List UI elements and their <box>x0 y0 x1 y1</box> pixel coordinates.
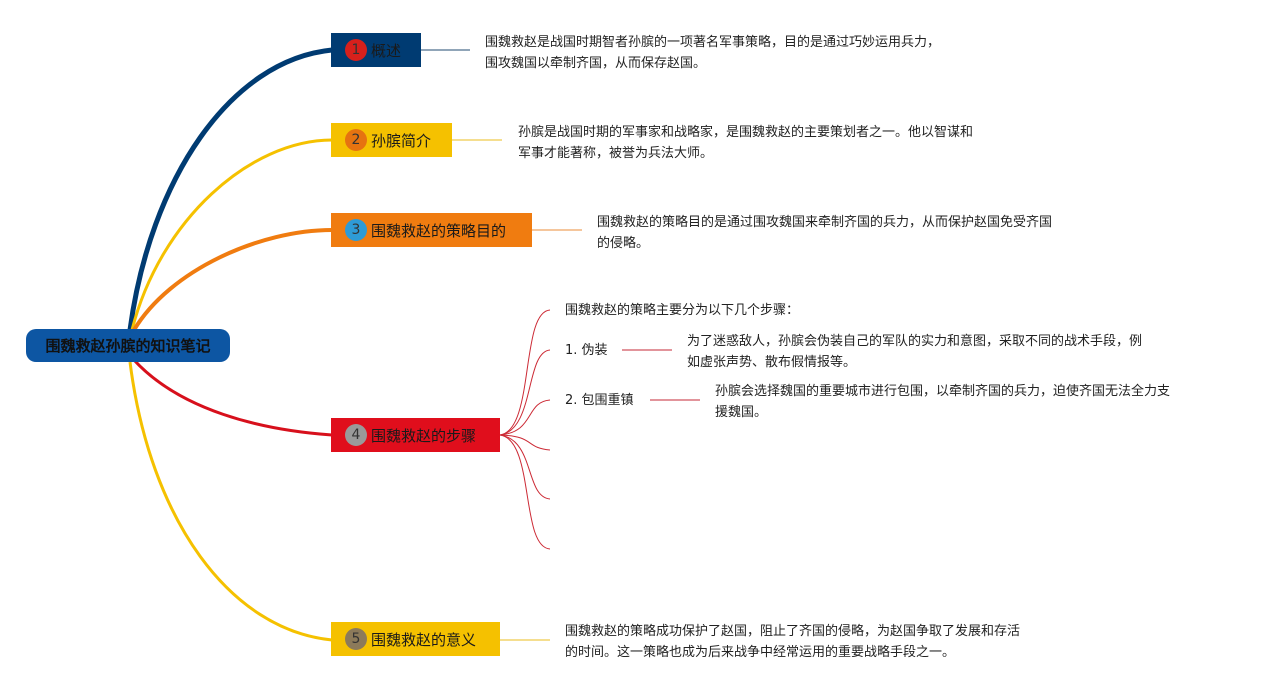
topic-node-sunbin[interactable]: 2 孙膑简介 <box>331 123 452 157</box>
branch-line-5 <box>128 361 333 642</box>
topic-node-significance[interactable]: 5 围魏救赵的意义 <box>331 622 500 656</box>
step-desc-1: 为了迷惑敌人，孙膑会伪装自己的军队的实力和意图，采取不同的战术手段，例 如虚张声… <box>687 334 1143 370</box>
topic-desc-5: 围魏救赵的策略成功保护了赵国，阻止了齐国的侵略，为赵国争取了发展和存活 的时间。… <box>565 624 1021 660</box>
root-node[interactable]: 围魏救赵孙膑的知识笔记 <box>26 329 230 362</box>
number-badge-4: 4 <box>345 424 367 446</box>
step-label-2[interactable]: 2. 包围重镇 <box>565 393 634 408</box>
branch-line-3 <box>132 228 333 332</box>
step-label-1[interactable]: 1. 伪装 <box>565 343 608 358</box>
topic-node-purpose[interactable]: 3 围魏救赵的策略目的 <box>331 213 532 247</box>
root-label: 围魏救赵孙膑的知识笔记 <box>45 337 211 355</box>
topic-label-3: 围魏救赵的策略目的 <box>371 221 507 240</box>
topic-desc-3: 围魏救赵的策略目的是通过围攻魏国来牵制齐国的兵力，从而保护赵国免受齐国 的侵略。 <box>597 215 1053 251</box>
number-badge-2: 2 <box>345 129 367 151</box>
topic-desc-2: 孙膑是战国时期的军事家和战略家，是围魏救赵的主要策划者之一。他以智谋和 军事才能… <box>518 125 974 161</box>
number-badge-3: 3 <box>345 219 367 241</box>
topic-desc-1: 围魏救赵是战国时期智者孙膑的一项著名军事策略，目的是通过巧妙运用兵力， 围攻魏国… <box>485 35 941 71</box>
branch-line-2 <box>130 138 333 331</box>
branch-line-4 <box>132 358 333 437</box>
step-desc-2: 孙膑会选择魏国的重要城市进行包围，以牵制齐国的兵力，迫使齐国无法全力支 援魏国。 <box>715 384 1171 420</box>
number-badge-5: 5 <box>345 628 367 650</box>
step-fan <box>499 309 551 550</box>
topic-node-overview[interactable]: 1 概述 <box>331 33 421 67</box>
steps-intro: 围魏救赵的策略主要分为以下几个步骤： <box>565 303 800 318</box>
topic-label-1: 概述 <box>371 41 402 60</box>
topic-label-4: 围魏救赵的步骤 <box>371 426 477 445</box>
number-badge-1: 1 <box>345 39 367 61</box>
topic-label-5: 围魏救赵的意义 <box>371 630 477 649</box>
topic-label-2: 孙膑简介 <box>371 131 432 150</box>
branch-line-1 <box>127 47 333 331</box>
topic-node-steps[interactable]: 4 围魏救赵的步骤 <box>331 418 500 452</box>
